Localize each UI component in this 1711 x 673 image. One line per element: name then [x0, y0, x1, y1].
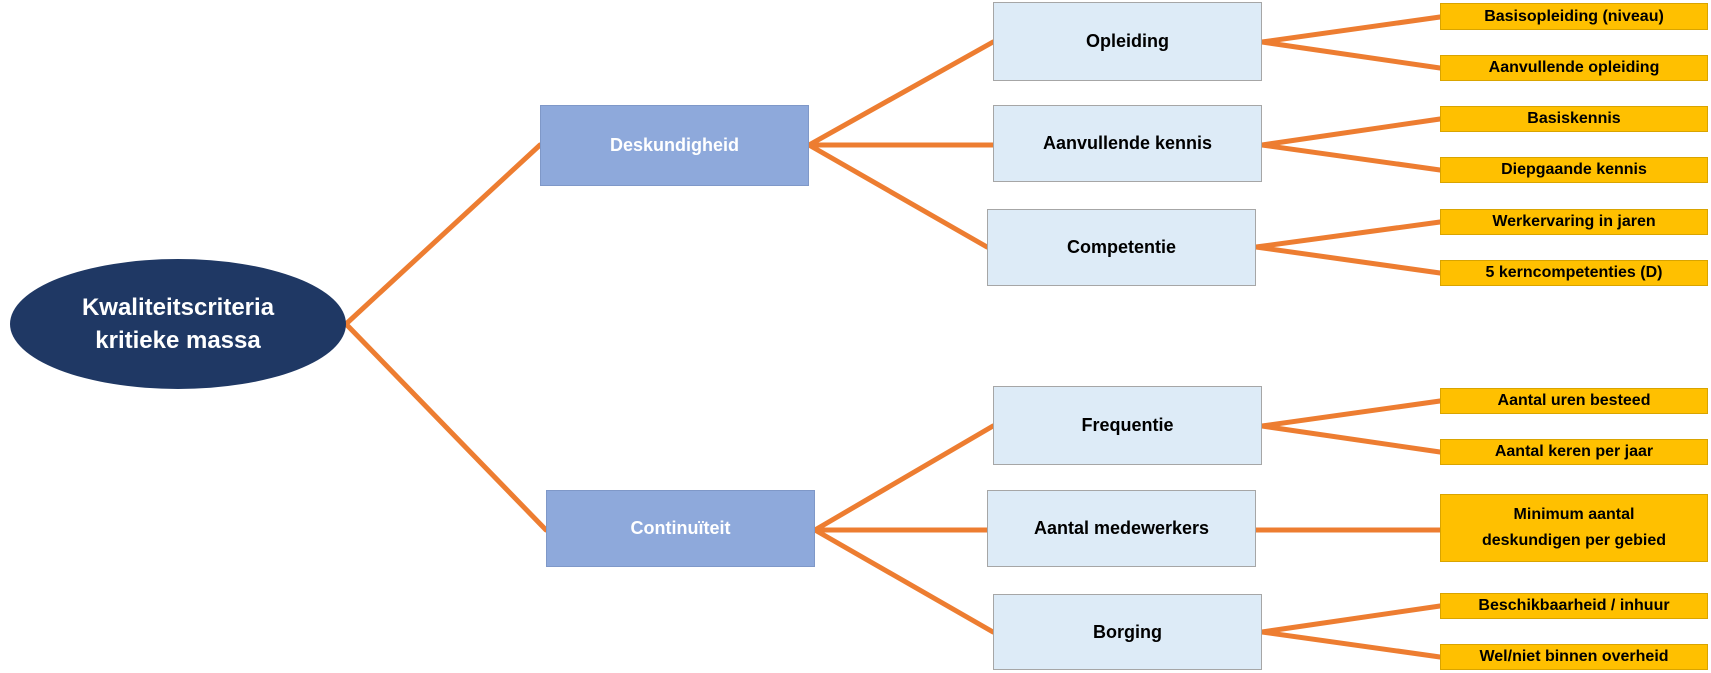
node-aanvullende-kennis-label: Aanvullende kennis: [1042, 133, 1213, 153]
leaf-aantal-keren: Aantal keren per jaar: [1440, 439, 1708, 465]
leaf-aanvullende-opleiding-label: Aanvullende opleiding: [1488, 59, 1660, 76]
node-deskundigheid: Deskundigheid: [540, 105, 809, 186]
node-continuiteit-label: Continuïteit: [630, 518, 731, 538]
connector-frequentie-leaf-1: [1259, 398, 1443, 429]
leaf-aantal-uren-label: Aantal uren besteed: [1497, 392, 1651, 409]
connector-deskundigheid-opleiding: [806, 39, 996, 148]
connector-competentie-leaf-1: [1253, 219, 1443, 250]
connector-continuiteit-frequentie: [812, 423, 996, 533]
connector-deskundigheid-competentie: [806, 142, 990, 250]
leaf-diepgaande-kennis: Diepgaande kennis: [1440, 157, 1708, 183]
leaf-minimum-aantal: Minimum aantal deskundigen per gebied: [1440, 494, 1708, 562]
leaf-binnen-overheid-label: Wel/niet binnen overheid: [1479, 648, 1669, 665]
connector-opleiding-leaf-1: [1259, 14, 1443, 45]
root-node-kwaliteitscriteria: Kwaliteitscriteria kritieke massa: [10, 259, 346, 389]
root-label-line-2: kritieke massa: [95, 327, 261, 354]
leaf-kerncompetenties-label: 5 kerncompetenties (D): [1485, 264, 1663, 281]
node-competentie: Competentie: [987, 209, 1256, 286]
node-competentie-label: Competentie: [1066, 237, 1176, 257]
leaf-aantal-uren: Aantal uren besteed: [1440, 388, 1708, 414]
node-borging-label: Borging: [1093, 621, 1162, 642]
connector-root-continuiteit: [343, 321, 549, 533]
leaf-basiskennis: Basiskennis: [1440, 106, 1708, 132]
connector-borging-leaf-1: [1259, 603, 1443, 635]
connector-aanvullende-kennis-leaf-2: [1259, 142, 1443, 173]
connector-opleiding-leaf-2: [1259, 39, 1443, 71]
node-aanvullende-kennis: Aanvullende kennis: [993, 105, 1262, 182]
leaf-basisopleiding: Basisopleiding (niveau): [1440, 3, 1708, 30]
connector-borging-leaf-2: [1259, 629, 1443, 660]
root-label-line-1: Kwaliteitscriteria: [81, 294, 275, 321]
leaf-minimum-aantal-line-2: deskundigen per gebied: [1481, 532, 1667, 549]
node-continuiteit: Continuïteit: [546, 490, 815, 567]
connector-aanvullende-kennis-leaf-1: [1259, 116, 1443, 148]
node-borging: Borging: [993, 594, 1262, 670]
leaf-basiskennis-label: Basiskennis: [1527, 110, 1621, 127]
leaf-binnen-overheid: Wel/niet binnen overheid: [1440, 644, 1708, 670]
connector-competentie-leaf-2: [1253, 244, 1443, 276]
leaf-werkervaring: Werkervaring in jaren: [1440, 209, 1708, 235]
node-frequentie-label: Frequentie: [1081, 415, 1174, 435]
connector-frequentie-leaf-2: [1259, 423, 1443, 455]
leaf-beschikbaarheid: Beschikbaarheid / inhuur: [1440, 593, 1708, 619]
leaf-minimum-aantal-line-1: Minimum aantal: [1513, 506, 1635, 523]
node-opleiding: Opleiding: [993, 2, 1262, 81]
node-aantal-medewerkers-label: Aantal medewerkers: [1033, 518, 1210, 538]
leaf-beschikbaarheid-label: Beschikbaarheid / inhuur: [1478, 597, 1670, 614]
leaf-basisopleiding-label: Basisopleiding (niveau): [1484, 7, 1664, 25]
connector-root-deskundigheid: [343, 142, 543, 327]
node-frequentie: Frequentie: [993, 386, 1262, 465]
node-aantal-medewerkers: Aantal medewerkers: [987, 490, 1256, 567]
node-deskundigheid-label: Deskundigheid: [609, 135, 739, 155]
connector-continuiteit-borging: [812, 527, 996, 635]
leaf-werkervaring-label: Werkervaring in jaren: [1492, 213, 1656, 230]
leaf-aanvullende-opleiding: Aanvullende opleiding: [1440, 55, 1708, 81]
leaf-kerncompetenties: 5 kerncompetenties (D): [1440, 260, 1708, 286]
leaf-aantal-keren-label: Aantal keren per jaar: [1494, 443, 1654, 460]
node-opleiding-label: Opleiding: [1086, 31, 1169, 51]
leaf-diepgaande-kennis-label: Diepgaande kennis: [1501, 161, 1647, 178]
